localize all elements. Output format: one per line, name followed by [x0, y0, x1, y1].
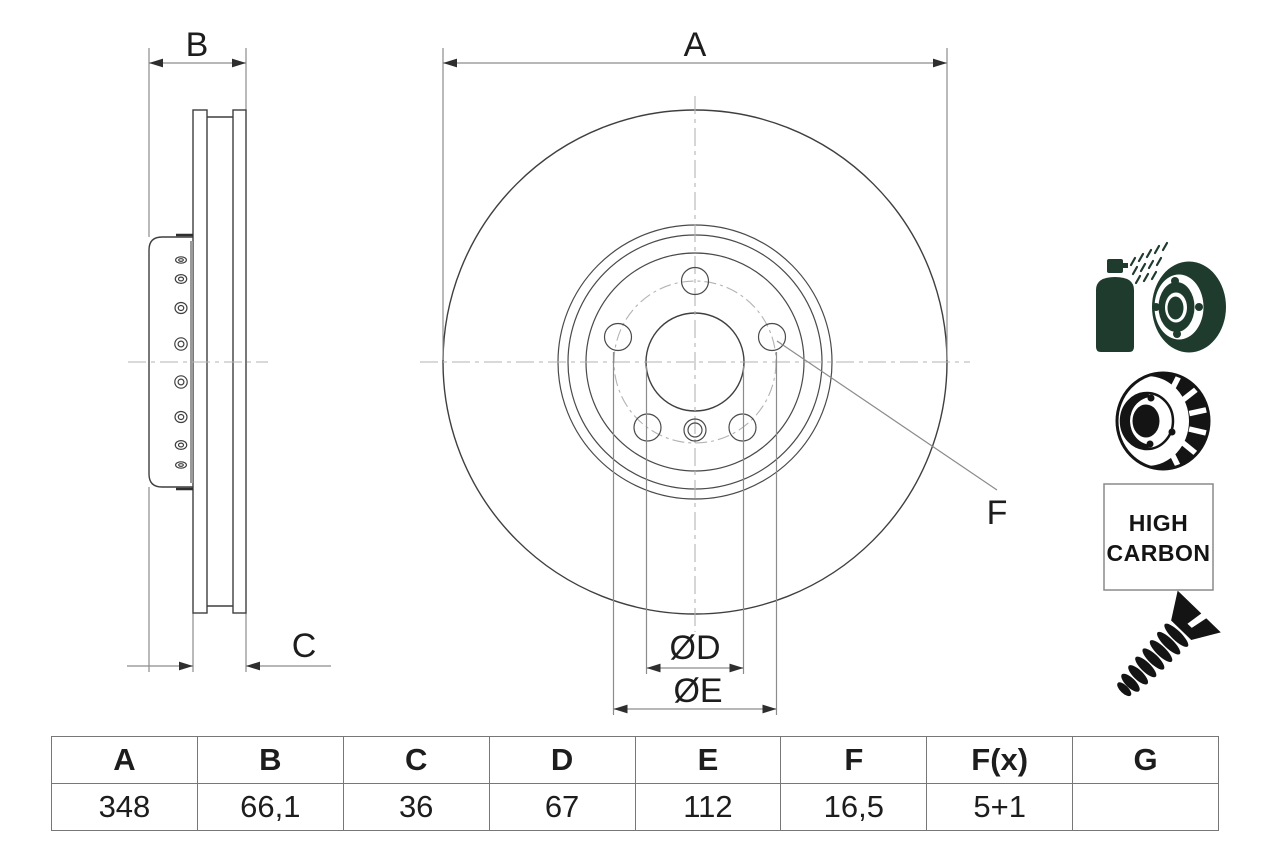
rivet [174, 301, 188, 315]
front-view: A ØD ØE F [420, 26, 1007, 715]
dim-label-a: A [684, 26, 707, 64]
table-value-cell: 112 [634, 783, 782, 831]
table-header-row: A B C D E F F(x) G [51, 736, 1219, 784]
dimension-a: A [442, 26, 948, 360]
dimension-e: ØE [612, 352, 778, 715]
rivet [174, 440, 188, 451]
dimension-spec-table: A B C D E F F(x) G 348 66,1 36 67 112 16… [51, 736, 1219, 831]
bolt-hole [757, 322, 787, 352]
rivet [175, 256, 188, 264]
rivet [174, 337, 188, 351]
countersunk-screw-icon [1117, 590, 1221, 697]
dim-label-c: C [292, 627, 317, 665]
vented-disc-icon [1115, 370, 1211, 473]
bolt-hole [728, 413, 757, 442]
table-header-cell: G [1072, 736, 1219, 784]
dimension-d: ØD [645, 366, 745, 674]
rivet [175, 461, 188, 469]
table-header-cell: E [634, 736, 782, 784]
dimension-c: C [127, 627, 331, 671]
table-value-row: 348 66,1 36 67 112 16,5 5+1 [51, 783, 1219, 831]
rivet [174, 410, 188, 424]
table-value-cell: 67 [488, 783, 636, 831]
table-value-cell: 66,1 [196, 783, 344, 831]
hat-section [148, 233, 193, 491]
dim-label-f: F [987, 494, 1008, 532]
spray-particles [1129, 241, 1169, 285]
table-header-cell: C [342, 736, 490, 784]
bolt-hole [680, 266, 710, 296]
bolt-holes [603, 266, 787, 442]
coated-disc-spray-icon [1096, 241, 1226, 353]
feature-icon-column: HIGH CARBON [1096, 241, 1226, 697]
leader-f: F [776, 340, 1008, 532]
rivet [174, 274, 188, 285]
bolt-hole [633, 413, 662, 442]
table-header-cell: B [196, 736, 344, 784]
table-value-cell: 36 [342, 783, 490, 831]
table-value-cell: 348 [51, 783, 198, 831]
high-carbon-line1: HIGH [1129, 510, 1189, 536]
side-view-cross-section: B C [127, 26, 331, 672]
set-screw-hole [683, 418, 707, 442]
dim-label-e: ØE [673, 672, 722, 710]
table-value-cell [1072, 783, 1219, 831]
high-carbon-badge: HIGH CARBON [1103, 483, 1214, 591]
dim-label-b: B [186, 26, 209, 64]
table-value-cell: 16,5 [780, 783, 928, 831]
high-carbon-line2: CARBON [1107, 540, 1211, 566]
rivet-row [174, 256, 188, 469]
dimension-b: B [149, 26, 246, 68]
bolt-hole [603, 322, 633, 352]
dim-label-d: ØD [670, 629, 721, 667]
spray-can [1096, 259, 1134, 352]
rivet [174, 375, 188, 389]
table-header-cell: A [51, 736, 198, 784]
table-header-cell: F [780, 736, 928, 784]
table-header-cell: F(x) [926, 736, 1074, 784]
table-value-cell: 5+1 [926, 783, 1074, 831]
table-header-cell: D [488, 736, 636, 784]
